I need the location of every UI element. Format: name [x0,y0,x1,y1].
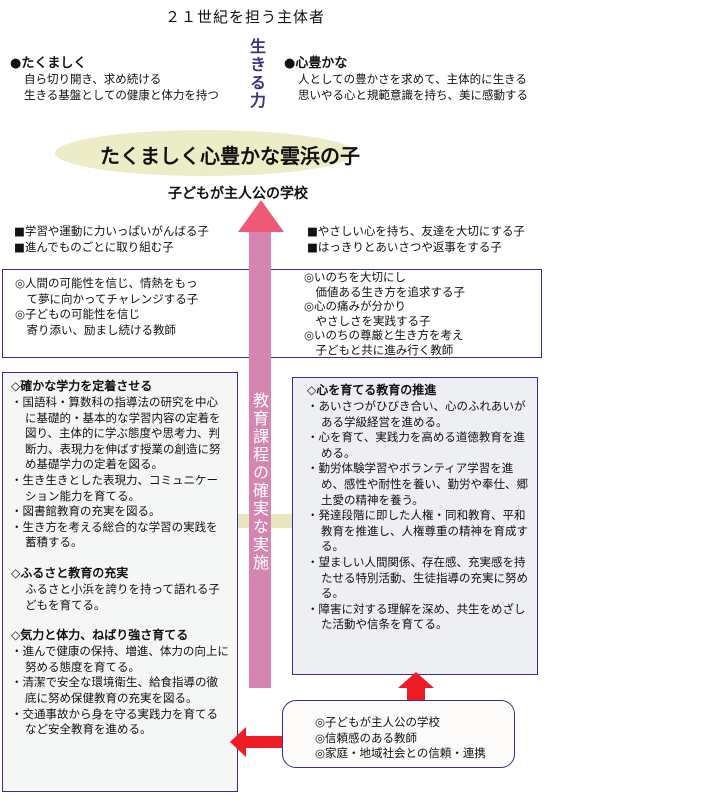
left-goal-line: 自ら切り開き、求め続ける [24,72,162,86]
curriculum-arrow-shaft [249,230,271,688]
child-goal: ■進んでものごとに取り組む子 [14,240,174,254]
policy-item: ・心を育て、実践力を高める道徳教育を進める。 [307,430,525,460]
right-policy-box: ◇心を育てる教育の推進 ・あいさつがひびき合い、心のふれあいがある学級経営を進め… [292,377,538,675]
goal-line: やさしさを実践する子 [304,313,431,328]
policy-item: ・発達段階に即した人権・同和教育、平和教育を推進し、人権尊重の精神を育成する。 [307,508,528,554]
left-goal: ●たくましく 自ら切り開き、求め続ける 生きる基盤としての健康と体力を持つ [10,52,219,103]
left-child-goals: ■学習や運動に力いっぱいがんばる子 ■進んでものごとに取り組む子 [14,223,209,255]
policy-item: ・あいさつがひびき合い、心のふれあいがある学級経営を進める。 [307,399,526,429]
policy-item: ・勤労体験学習やボランティア学習を進め、感性や耐性を養い、勤労や奉仕、郷土愛の精… [307,461,528,507]
section-head: ◇ふるさと教育の充実 [11,565,129,580]
section-head: ◇心を育てる教育の推進 [307,383,437,397]
ideal-child-ellipse [55,130,355,176]
foundation-item: ◎子どもが主人公の学校 [315,715,441,729]
right-child-goals: ■やさしい心を持ち、友達を大切にする子 ■はっきりとあいさつや返事をする子 [307,223,525,255]
policy-item: ふるさと小浜を誇りを持って語れる子どもを育てる。 [25,581,220,612]
policy-item: ・国語科・算数科の指導法の研究を中心に基礎的・基本的な学習内容の定着を図り、主体… [11,395,221,472]
foundation-box: ◎子どもが主人公の学校 ◎信頼感のある教師 ◎家庭・地域社会との信頼・連携 [282,700,515,768]
right-goal-head: ●心豊かな [284,56,348,71]
goal-line: ◎人間の可能性を信じ、情熱をもっ [15,276,198,290]
policy-item: ・交通事故から身を守る実践力を育てるなど安全教育を進める。 [11,706,218,737]
curriculum-arrow-head [238,200,284,232]
ideal-child-text: たくましく心豊かな雲浜の子 [100,144,360,168]
curriculum-label: 教育課程の確実な実施 [250,392,269,572]
child-goal: ■学習や運動に力いっぱいがんばる子 [14,224,209,238]
right-goal: ●心豊かな 人としての豊かさを求めて、主体的に生きる 思いやる心と規範意識を持ち… [284,52,528,103]
section-head: ◇確かな学力を定着させる [11,379,153,393]
goal-line: ◎いのちの尊厳と生き方を考え [304,328,464,342]
goal-line: 子どもと共に進み行く教師 [304,342,454,357]
right-goal-line: 思いやる心と規範意識を持ち、美に感動する [298,88,528,102]
child-goal: ■やさしい心を持ち、友達を大切にする子 [307,224,525,238]
policy-item: ・進んで健康の保持、増進、体力の向上に努める態度を育てる。 [11,644,229,674]
teacher-box [2,269,542,358]
left-goal-head: ●たくましく [10,56,87,71]
policy-item: ・生き方を考える総合的な学習の実践を蓄積する。 [11,519,218,550]
left-policy-box: ◇確かな学力を定着させる ・国語科・算数科の指導法の研究を中心に基礎的・基本的な… [2,372,238,792]
goal-line: 価値ある生き方を追求する子 [304,284,465,299]
diagram-title: ２１世紀を担う主体者 [165,8,326,26]
policy-item: ・図書館教育の充実を図る。 [11,504,161,519]
policy-item: ・障害に対する理解を深め、共生をめざした活動や信条を育てる。 [307,601,526,632]
red-up-arrow-icon [398,672,434,702]
right-goal-line: 人としての豊かさを求めて、主体的に生きる [298,72,527,86]
policy-item: ・望ましい人間関係、存在感、充実感を持たせる特別活動、生徒指導の充実に努める。 [307,554,528,601]
goal-line: ◎子どもの可能性を信じ [15,307,141,321]
red-left-arrow-icon [230,727,284,757]
foundation-item: ◎信頼感のある教師 [315,730,418,745]
section-head: ◇気力と体力、ねばり強さ育てる [11,628,189,643]
left-teacher-goals: ◎人間の可能性を信じ、情熱をもっ て夢に向かってチャレンジする子 ◎子どもの可能… [15,276,198,338]
right-teacher-goals: ◎いのちを大切にし 価値ある生き方を追求する子 ◎心の痛みが分かり やさしさを実… [304,270,465,357]
child-goal: ■はっきりとあいさつや返事をする子 [307,240,502,254]
ikiru-label: 生きる力 [247,38,266,110]
foundation-item: ◎家庭・地域社会との信頼・連携 [315,746,486,760]
policy-item: ・清潔で安全な環境衛生、給食指導の徹底に努め保健教育の充実を図る。 [11,675,218,705]
goal-line: て夢に向かってチャレンジする子 [15,291,199,306]
goal-line: ◎いのちを大切にし [304,270,407,284]
goal-line: ◎心の痛みが分かり [304,299,407,313]
left-goal-line: 生きる基盤としての健康と体力を持つ [24,88,219,102]
policy-item: ・生き生きとした表現力、コミュニケーション能力を育てる。 [11,472,218,503]
goal-line: 寄り添い、励まし続ける教師 [15,322,176,337]
school-vision: 子どもが主人公の学校 [168,186,308,202]
